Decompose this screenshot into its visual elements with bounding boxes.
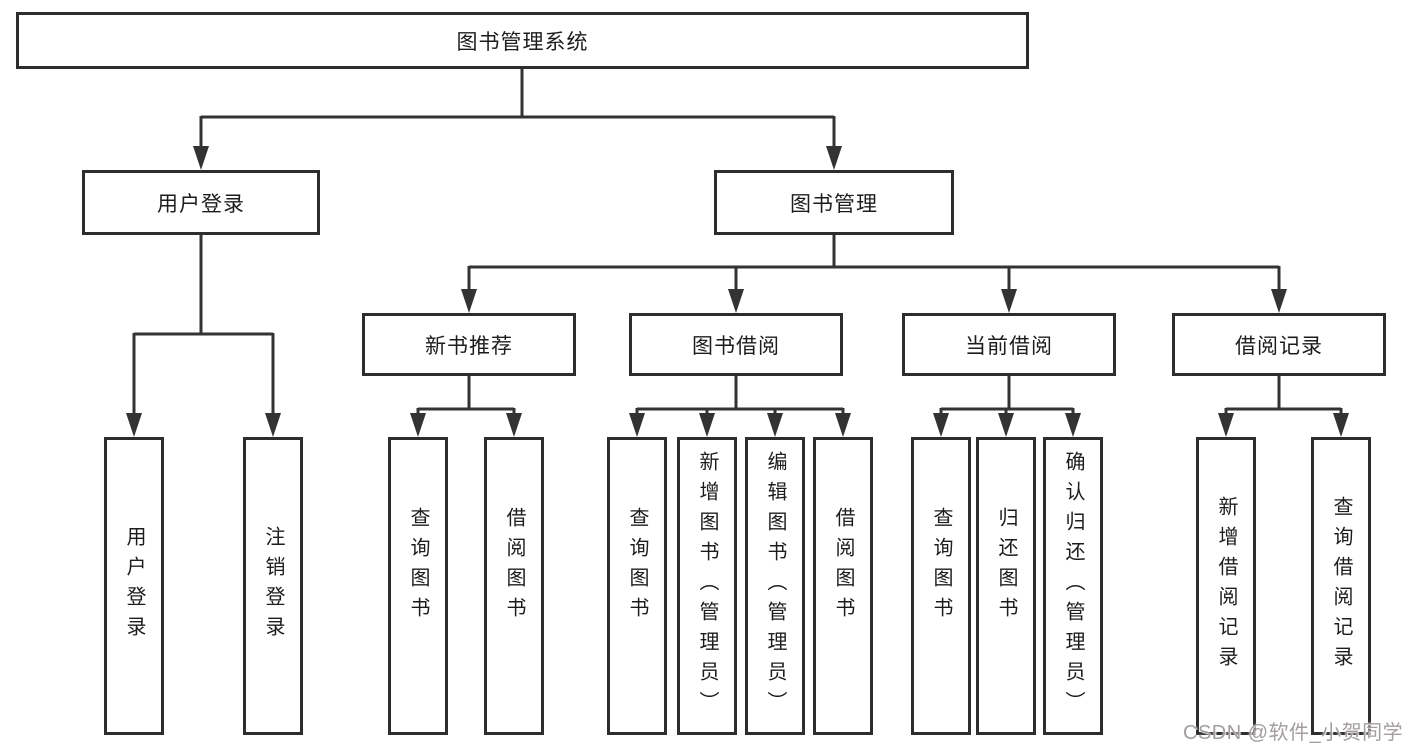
leaf-query-book-3: 查询图书 — [911, 437, 971, 735]
leaf-confirm-return-admin: 确认归还（管理员） — [1043, 437, 1103, 735]
leaf-add-borrow-record-label: 新增借阅记录 — [1215, 496, 1237, 676]
leaf-edit-book-admin: 编辑图书（管理员） — [745, 437, 805, 735]
leaf-borrow-book-2: 借阅图书 — [813, 437, 873, 735]
leaf-confirm-return-admin-label: 确认归还（管理员） — [1062, 451, 1084, 721]
node-current-borrow-label: 当前借阅 — [965, 334, 1053, 358]
leaf-edit-book-admin-label: 编辑图书（管理员） — [764, 451, 786, 721]
leaf-query-book-1-label: 查询图书 — [407, 507, 429, 627]
node-new-book-recommend-label: 新书推荐 — [425, 334, 513, 358]
leaf-borrow-book-1-label: 借阅图书 — [503, 507, 525, 627]
leaf-query-borrow-record-label: 查询借阅记录 — [1330, 496, 1352, 676]
leaf-add-book-admin: 新增图书（管理员） — [677, 437, 737, 735]
leaf-logout-label: 注销登录 — [262, 526, 284, 646]
node-book-management: 图书管理 — [714, 170, 954, 235]
leaf-borrow-book-1: 借阅图书 — [484, 437, 544, 735]
node-root-system: 图书管理系统 — [16, 12, 1029, 69]
node-book-management-label: 图书管理 — [790, 192, 878, 216]
leaf-query-book-2-label: 查询图书 — [626, 507, 648, 627]
leaf-borrow-book-2-label: 借阅图书 — [832, 507, 854, 627]
leaf-user-login-label: 用户登录 — [123, 526, 145, 646]
leaf-query-borrow-record: 查询借阅记录 — [1311, 437, 1371, 735]
leaf-query-book-3-label: 查询图书 — [930, 507, 952, 627]
arrowheads — [126, 146, 1349, 437]
node-book-borrow: 图书借阅 — [629, 313, 843, 376]
node-borrow-records: 借阅记录 — [1172, 313, 1386, 376]
leaf-user-login: 用户登录 — [104, 437, 164, 735]
leaf-add-book-admin-label: 新增图书（管理员） — [696, 451, 718, 721]
node-current-borrow: 当前借阅 — [902, 313, 1116, 376]
leaf-return-book: 归还图书 — [976, 437, 1036, 735]
leaf-return-book-label: 归还图书 — [995, 507, 1017, 627]
csdn-watermark: CSDN @软件_小贺同学 — [1183, 722, 1404, 744]
leaf-query-book-2: 查询图书 — [607, 437, 667, 735]
node-root-label: 图书管理系统 — [456, 30, 589, 54]
leaf-logout: 注销登录 — [243, 437, 303, 735]
node-user-login: 用户登录 — [82, 170, 320, 235]
node-book-borrow-label: 图书借阅 — [692, 334, 780, 358]
node-user-login-label: 用户登录 — [157, 192, 245, 216]
node-borrow-records-label: 借阅记录 — [1235, 334, 1323, 358]
leaf-add-borrow-record: 新增借阅记录 — [1196, 437, 1256, 735]
node-new-book-recommend: 新书推荐 — [362, 313, 576, 376]
leaf-query-book-1: 查询图书 — [388, 437, 448, 735]
